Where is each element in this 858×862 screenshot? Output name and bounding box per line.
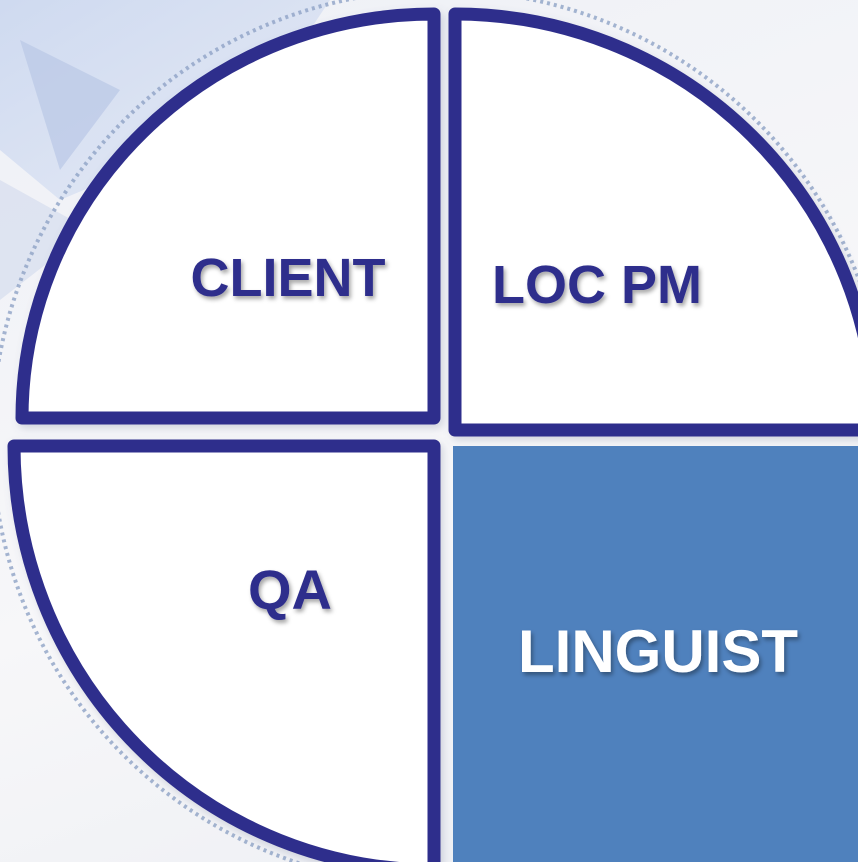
quadrant-linguist bbox=[453, 446, 858, 862]
label-qa: QA bbox=[248, 558, 332, 621]
label-linguist: LINGUIST bbox=[518, 618, 798, 685]
label-client: CLIENT bbox=[191, 248, 386, 308]
label-loc-pm: LOC PM bbox=[492, 255, 702, 315]
quadrant-loc-pm bbox=[448, 7, 858, 437]
background-decoration bbox=[0, 0, 330, 300]
quadrant-qa bbox=[7, 439, 441, 862]
quadrant-client bbox=[15, 7, 441, 425]
